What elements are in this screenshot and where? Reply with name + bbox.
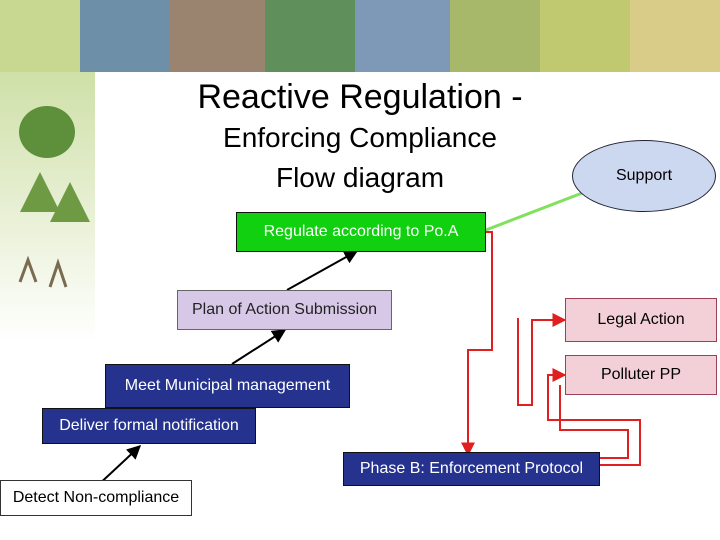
leaf-icon (19, 106, 75, 158)
meet-label: Meet Municipal management (124, 377, 331, 394)
plan-node: Plan of Action Submission (177, 290, 392, 330)
decorative-sidebar (0, 72, 95, 342)
title-line-2: Enforcing Compliance (223, 122, 497, 153)
tree-icon (20, 172, 90, 222)
crops-photo (540, 0, 630, 72)
leaf-photo (0, 0, 80, 72)
river-photo (355, 0, 450, 72)
worker-photo (170, 0, 265, 72)
connector-phase-b-loop (559, 385, 629, 459)
regulate-label: Regulate according to Po.A (263, 223, 459, 240)
phase-b-label: Phase B: Enforcement Protocol (359, 460, 584, 477)
legal-node: Legal Action (565, 298, 717, 342)
sidebar-illustration (18, 106, 90, 288)
polluter-node: Polluter PP (565, 355, 717, 395)
connector-regulate-to-phase-b (461, 231, 493, 457)
regulate-node: Regulate according to Po.A (236, 212, 486, 252)
detect-label: Detect Non-compliance (12, 489, 180, 506)
landscape-photo (450, 0, 540, 72)
connector-to-legal-action (517, 313, 567, 406)
detect-node: Detect Non-compliance (0, 480, 192, 516)
shore-photo (630, 0, 720, 72)
title-line-1: Reactive Regulation - (197, 78, 523, 116)
legal-label: Legal Action (597, 311, 685, 328)
deliver-label: Deliver formal notification (59, 417, 239, 434)
field-photo (265, 0, 355, 72)
water-tank-photo (80, 0, 170, 72)
deliver-node: Deliver formal notification (42, 408, 256, 444)
support-node: Support (572, 140, 716, 212)
connector-phase-b-to-polluter (547, 368, 641, 466)
photo-banner (0, 0, 720, 72)
support-label: Support (615, 167, 673, 184)
plan-label: Plan of Action Submission (192, 301, 377, 318)
link-regulate-to-support (485, 188, 591, 232)
polluter-label: Polluter PP (600, 366, 682, 383)
meet-node: Meet Municipal management (105, 364, 350, 408)
phase-b-node: Phase B: Enforcement Protocol (343, 452, 600, 486)
arrow-meet-to-plan (231, 329, 287, 365)
people-icon (18, 255, 68, 288)
arrow-plan-to-regulate (286, 250, 359, 291)
title-line-3: Flow diagram (275, 162, 445, 193)
